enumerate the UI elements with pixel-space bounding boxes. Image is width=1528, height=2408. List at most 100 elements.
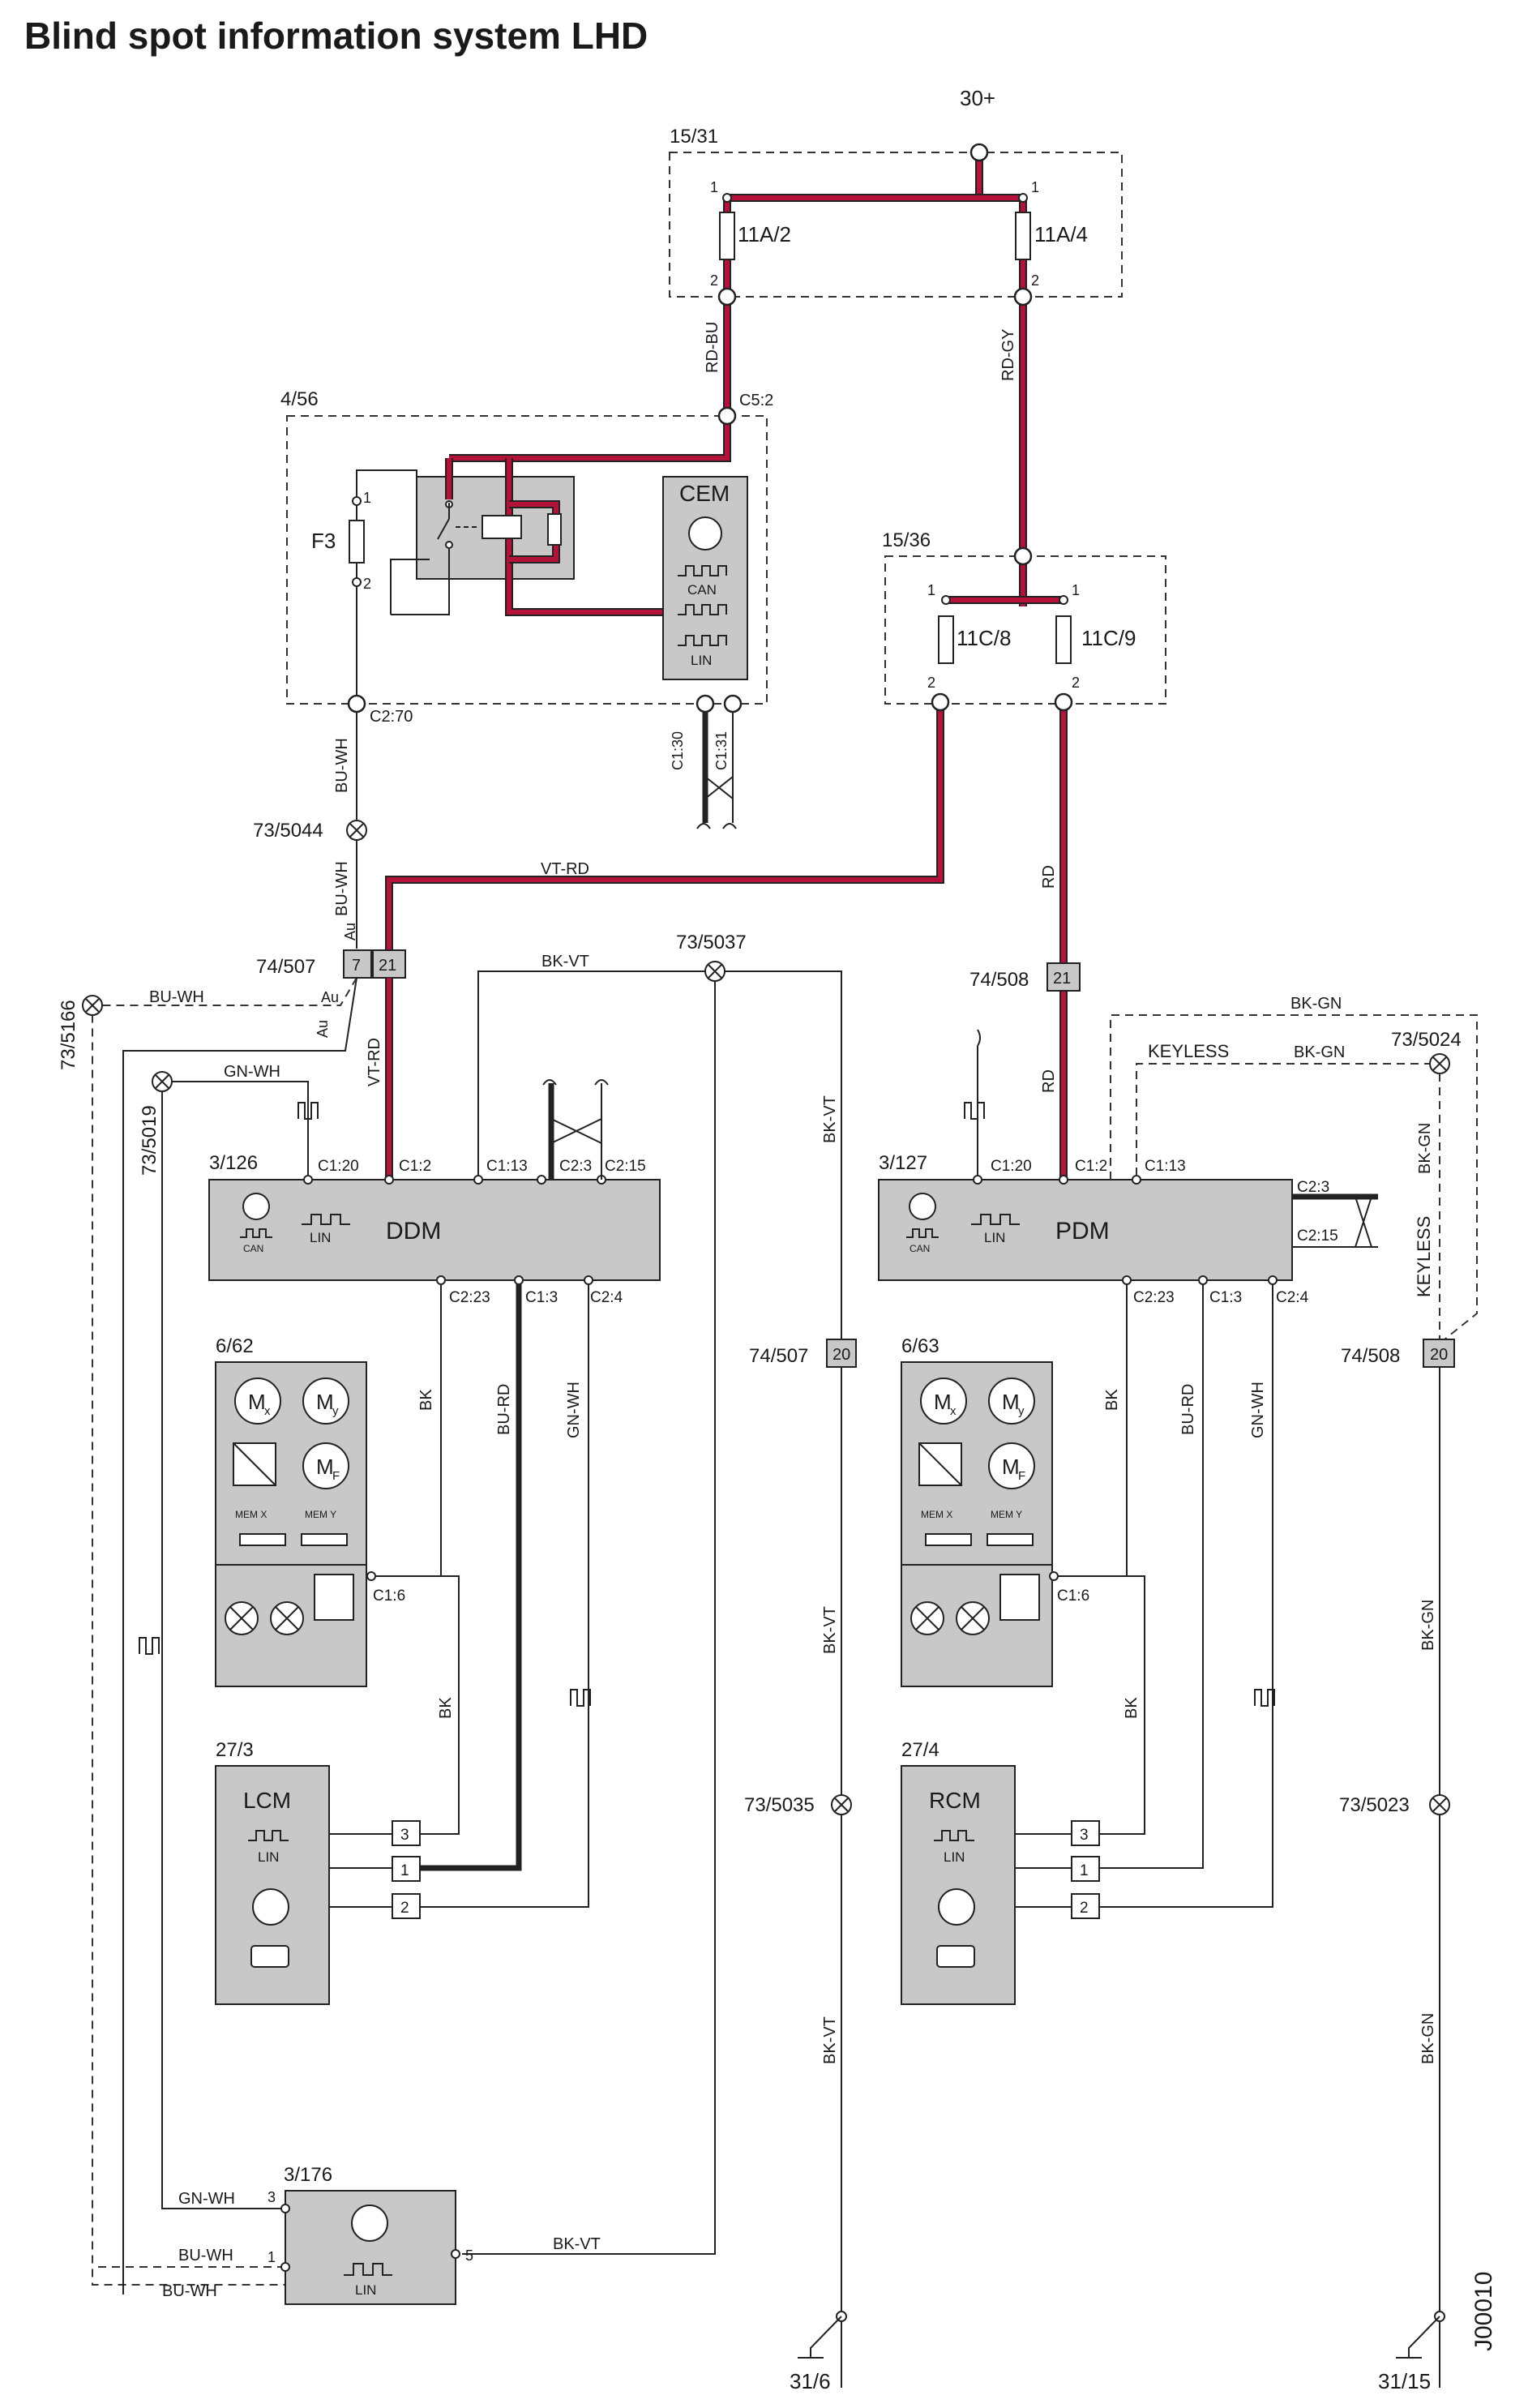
pin-label: 2 [1031, 272, 1039, 289]
mirror-right-pin [1049, 1571, 1059, 1581]
splice-5044-icon [349, 823, 364, 838]
pdm-pin [1059, 1175, 1068, 1185]
wire-bk [371, 1284, 442, 1577]
lcm-name: LCM [243, 1788, 291, 1813]
mirror-left-pin [366, 1571, 376, 1581]
mirror-left-mem-x: MEM X [235, 1509, 267, 1520]
pdm-wire-burd-label: BU-RD [1179, 1384, 1197, 1435]
fuse-11a2-label: 11A/2 [738, 222, 791, 246]
conn-508-label: 74/508 [969, 969, 1029, 991]
wire-keyless-label-2: KEYLESS [1414, 1216, 1434, 1297]
fuse-box-15-31-outline [669, 152, 1123, 298]
conn-507-pin-20 [826, 1339, 857, 1368]
pdm-pin [973, 1175, 982, 1185]
pdm-pin [1132, 1175, 1141, 1185]
ddm-can-twisted-pair [542, 1079, 609, 1180]
lcm-transistor-icon [252, 1888, 289, 1926]
conn-507-pin-21 [372, 949, 406, 979]
diagram-title: Blind spot information system LHD [24, 15, 648, 57]
ground-right-label: 31/15 [1378, 2369, 1431, 2393]
wire-gnwh-label: GN-WH [224, 1063, 280, 1081]
conn-508-pin-21-label: 21 [1053, 970, 1071, 988]
fuse-11c8-icon [938, 615, 954, 664]
wire-vtrd-label-2: VT-RD [366, 1038, 383, 1086]
cem-can-icon [678, 565, 727, 615]
pin-label: 2 [1072, 675, 1080, 691]
pdm-pin [1198, 1275, 1208, 1285]
wire-keyless-label: KEYLESS [1148, 1041, 1229, 1061]
fuse-11c9-pin-1 [1059, 595, 1068, 605]
wire-bk [371, 1575, 460, 1835]
pdm-c1-3-label: C1:3 [1209, 1289, 1242, 1306]
fuse-11a4-pin-1 [1018, 193, 1028, 203]
conn-507-pin-7-label: 7 [352, 957, 361, 975]
ddm-can-label: CAN [243, 1243, 263, 1254]
lcm-pin-1 [392, 1856, 421, 1882]
rcm-lin-icon [934, 1830, 974, 1841]
mirror-left-heater-icon [314, 1574, 354, 1621]
diagram-code: J00010 [1470, 2272, 1497, 2351]
relay-wire [390, 559, 430, 615]
fuse-box-15-36-label: 15/36 [882, 529, 931, 551]
ddm-can-icon [240, 1228, 272, 1238]
cem-name: CEM [679, 481, 730, 506]
wire-gnwh [162, 1081, 309, 1180]
ddm-name: DDM [386, 1218, 441, 1245]
conn-508-pin-20 [1423, 1339, 1455, 1368]
mirror-right-sensor-icon [918, 1442, 962, 1486]
wire-rdbu-label: RD-BU [704, 322, 721, 373]
mirror-right-motor-f-sub: F [1018, 1469, 1025, 1483]
wire-buwh-label: BU-WH [333, 861, 351, 916]
ddm-c1-3-label: C1:3 [525, 1289, 558, 1306]
pin-label: 2 [927, 675, 935, 691]
mirror-right-motor-x-icon [920, 1378, 967, 1425]
pdm-wire-bk-label-2: BK [1123, 1697, 1141, 1719]
ddm-c2-4-label: C2:4 [590, 1289, 623, 1306]
fuse-11c9-pin-2 [1054, 692, 1073, 712]
wire-burd [420, 1284, 522, 1871]
mirror-left-sensor-icon [233, 1442, 276, 1486]
ddm-wire-gnwh-label: GN-WH [565, 1382, 583, 1438]
cem-c2-70-node [347, 694, 366, 713]
splice-5035-icon [834, 1797, 849, 1812]
mirror-right-motor-y-label: M [1002, 1390, 1020, 1414]
ddm-lin-label: LIN [310, 1230, 331, 1245]
conn-507-pin-7 [343, 949, 372, 979]
cem-c5-2-node [717, 406, 737, 426]
wire-au-label: Au [342, 923, 358, 940]
pin-label: 2 [400, 1900, 409, 1917]
wire-bkvt-label-3: BK-VT [821, 1606, 839, 1654]
f3-pin-2 [352, 577, 362, 587]
pin-label: 2 [363, 576, 371, 592]
pin-label: 1 [1072, 582, 1080, 598]
ddm-wire-burd-label: BU-RD [495, 1384, 513, 1435]
wire-bkgn-label-3: BK-GN [1416, 1123, 1434, 1174]
fuse-11a2-pin-2 [717, 287, 737, 306]
lin-signal-icon [1254, 1689, 1275, 1707]
lin-signal-icon [964, 1102, 985, 1120]
mirror-right-lamp-icon [961, 1606, 985, 1630]
mirror-right-pot-x-icon [925, 1533, 972, 1546]
cem-c1-31-label: C1:31 [713, 731, 730, 770]
mirror-right-lamp-icon [915, 1606, 939, 1630]
wire-rd-label-2: RD [1040, 1069, 1058, 1093]
splice-5037-icon [708, 964, 722, 979]
control-pin [280, 2204, 290, 2213]
pdm-transistor-icon [909, 1193, 936, 1220]
control-lin-label: LIN [355, 2282, 376, 2298]
rcm-id: 27/4 [901, 1739, 939, 1761]
wire-bkgn-label-top: BK-GN [1290, 995, 1342, 1013]
ddm-c2-3-label: C2:3 [559, 1158, 592, 1175]
mirror-left-id: 6/62 [216, 1335, 254, 1357]
ddm-pin [584, 1275, 593, 1285]
mirror-left-lamp-icon [229, 1606, 254, 1630]
control-pin [280, 2262, 290, 2272]
ground-right-icon [1408, 2316, 1440, 2358]
mirror-left-motor-y-icon [302, 1378, 349, 1425]
fuse-11c8-pin-2 [931, 692, 950, 712]
wire-bkvt-label: BK-VT [541, 953, 589, 970]
relay-wire [391, 572, 450, 615]
wire-buwh-label: BU-WH [333, 738, 351, 793]
lin-signal-icon [570, 1689, 591, 1707]
